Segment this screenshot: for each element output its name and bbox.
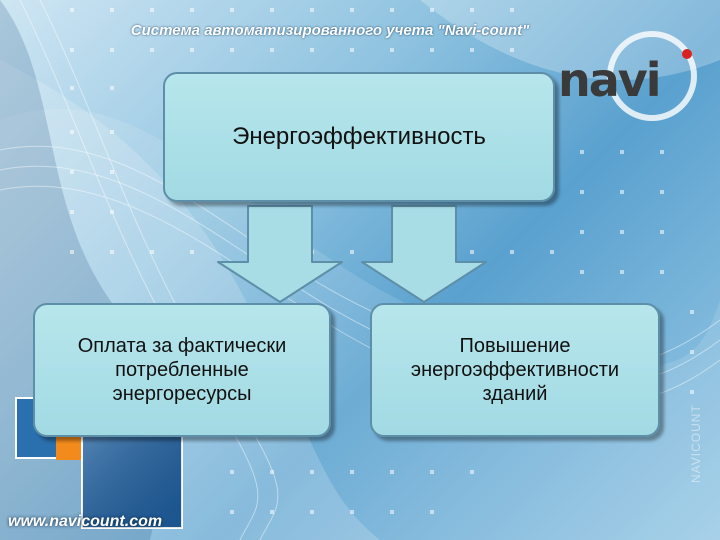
navi-logo: navi — [558, 31, 697, 121]
down-arrow-right — [361, 205, 487, 303]
svg-text:navi: navi — [558, 53, 660, 107]
actual-consumption-payment-box: Оплата за фактически потребленные энерго… — [33, 303, 331, 437]
actual-consumption-payment-label: Оплата за фактически потребленные энерго… — [77, 335, 287, 405]
footer-website-url: www.navicount.com — [8, 513, 163, 530]
building-efficiency-box: Повышение энергоэффективности зданий — [370, 303, 660, 437]
building-efficiency-label: Повышение энергоэффективности зданий — [410, 335, 620, 405]
energy-efficiency-label: Энергоэффективность — [232, 123, 486, 150]
vertical-watermark: NAVICOUNT — [689, 404, 703, 483]
energy-efficiency-box: Энергоэффективность — [163, 72, 555, 202]
slide-header-title: Система автоматизированного учета "Navi-… — [130, 22, 530, 39]
down-arrow-left — [217, 205, 343, 303]
